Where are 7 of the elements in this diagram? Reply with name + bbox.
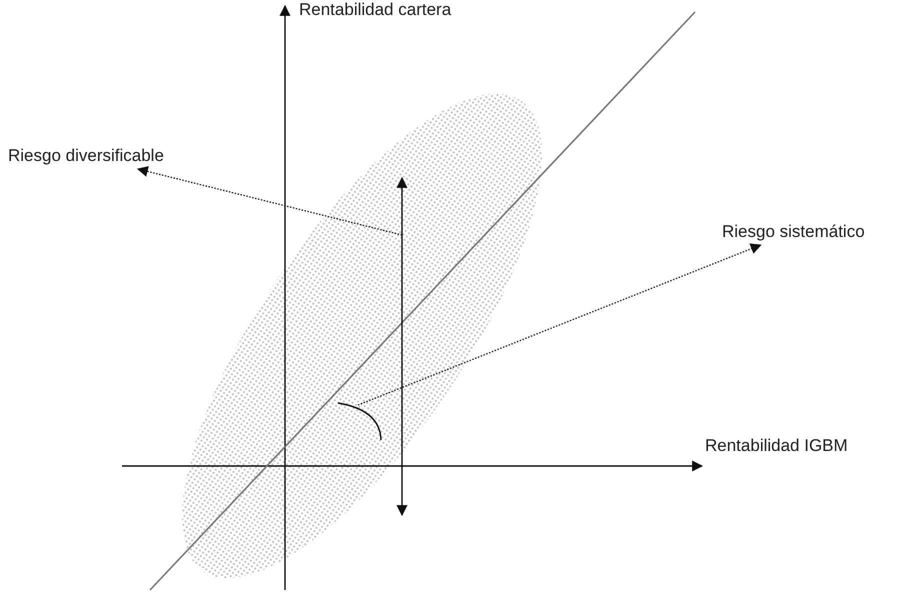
angle-arc [338,402,382,440]
annotation-text: Riesgo sistemático [722,222,865,241]
axis-label: Rentabilidad cartera [299,0,452,20]
annotation-text: Riesgo diversificable [8,146,164,165]
double-arrow [396,176,408,516]
leader-line [358,244,762,406]
axis-label: Rentabilidad IGBM [705,436,848,456]
